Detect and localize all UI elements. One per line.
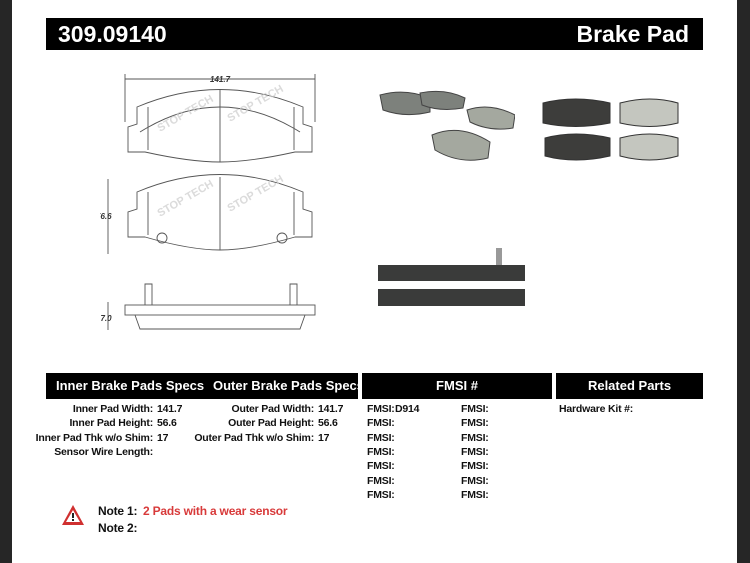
product-type: Brake Pad <box>576 21 689 47</box>
inner-spec-label: Inner Pad Height: <box>69 417 153 429</box>
fmsi-label: FMSI: <box>461 403 489 415</box>
fmsi-label: FMSI: <box>461 446 489 458</box>
note2-label: Note 2: <box>98 521 138 535</box>
fmsi-label: FMSI: <box>367 446 395 458</box>
fmsi-header: FMSI # <box>362 373 552 399</box>
fmsi-label: FMSI: <box>367 489 395 501</box>
pad-photo-side <box>378 248 525 306</box>
svg-text:STOP TECH: STOP TECH <box>226 83 286 125</box>
fmsi-label: FMSI: <box>461 489 489 501</box>
hardware-kit-label: Hardware Kit #: <box>559 403 634 415</box>
svg-text:STOP TECH: STOP TECH <box>156 178 216 220</box>
header-bar: 309.09140 Brake Pad <box>46 18 703 50</box>
inner-spec-label: Sensor Wire Length: <box>54 446 153 458</box>
width-dimension: 141.7 <box>210 75 231 84</box>
fmsi-label: FMSI: <box>461 475 489 487</box>
part-number: 309.09140 <box>58 21 167 47</box>
inner-spec-label: Inner Pad Width: <box>72 403 153 415</box>
fmsi-label: FMSI: <box>367 403 395 415</box>
warning-icon <box>62 505 84 525</box>
note1-label: Note 1: <box>98 504 138 518</box>
fmsi-label: FMSI: <box>367 417 395 429</box>
fmsi-label: FMSI: <box>367 475 395 487</box>
inner-spec-value: 17 <box>157 432 169 444</box>
outer-spec-label: Outer Pad Thk w/o Shim: <box>194 432 314 444</box>
fmsi-label: FMSI: <box>461 417 489 429</box>
inner-spec-value: 56.6 <box>157 417 177 429</box>
fmsi-label: FMSI: <box>461 460 489 472</box>
fmsi-label: FMSI: <box>461 432 489 444</box>
outer-spec-label: Outer Pad Width: <box>231 403 315 415</box>
inner-spec-value: 141.7 <box>157 403 183 415</box>
fmsi-value: D914 <box>395 403 420 415</box>
inner-outer-specs-header: Inner Brake Pads Specs Outer Brake Pads … <box>46 373 364 399</box>
svg-text:STOP TECH: STOP TECH <box>226 173 286 215</box>
thickness-dimension: 17.0 <box>100 314 112 323</box>
right-border <box>737 0 750 563</box>
pad-photo-set <box>379 90 515 161</box>
svg-text:STOP TECH: STOP TECH <box>156 93 216 135</box>
fmsi-label: FMSI: <box>367 460 395 472</box>
outer-specs-title: Outer Brake Pads Specs <box>213 378 365 393</box>
outer-spec-value: 17 <box>318 432 330 444</box>
outer-spec-value: 141.7 <box>318 403 344 415</box>
outer-spec-label: Outer Pad Height: <box>228 417 314 429</box>
pad-photo-front-back <box>542 98 679 161</box>
height-dimension: 56.6 <box>100 212 112 221</box>
inner-specs-title: Inner Brake Pads Specs <box>56 378 205 393</box>
related-parts-header: Related Parts <box>556 373 703 399</box>
fmsi-label: FMSI: <box>367 432 395 444</box>
note1-text: 2 Pads with a wear sensor <box>143 504 288 518</box>
inner-spec-label: Inner Pad Thk w/o Shim: <box>35 432 154 444</box>
outer-spec-value: 56.6 <box>318 417 338 429</box>
left-border <box>0 0 12 563</box>
